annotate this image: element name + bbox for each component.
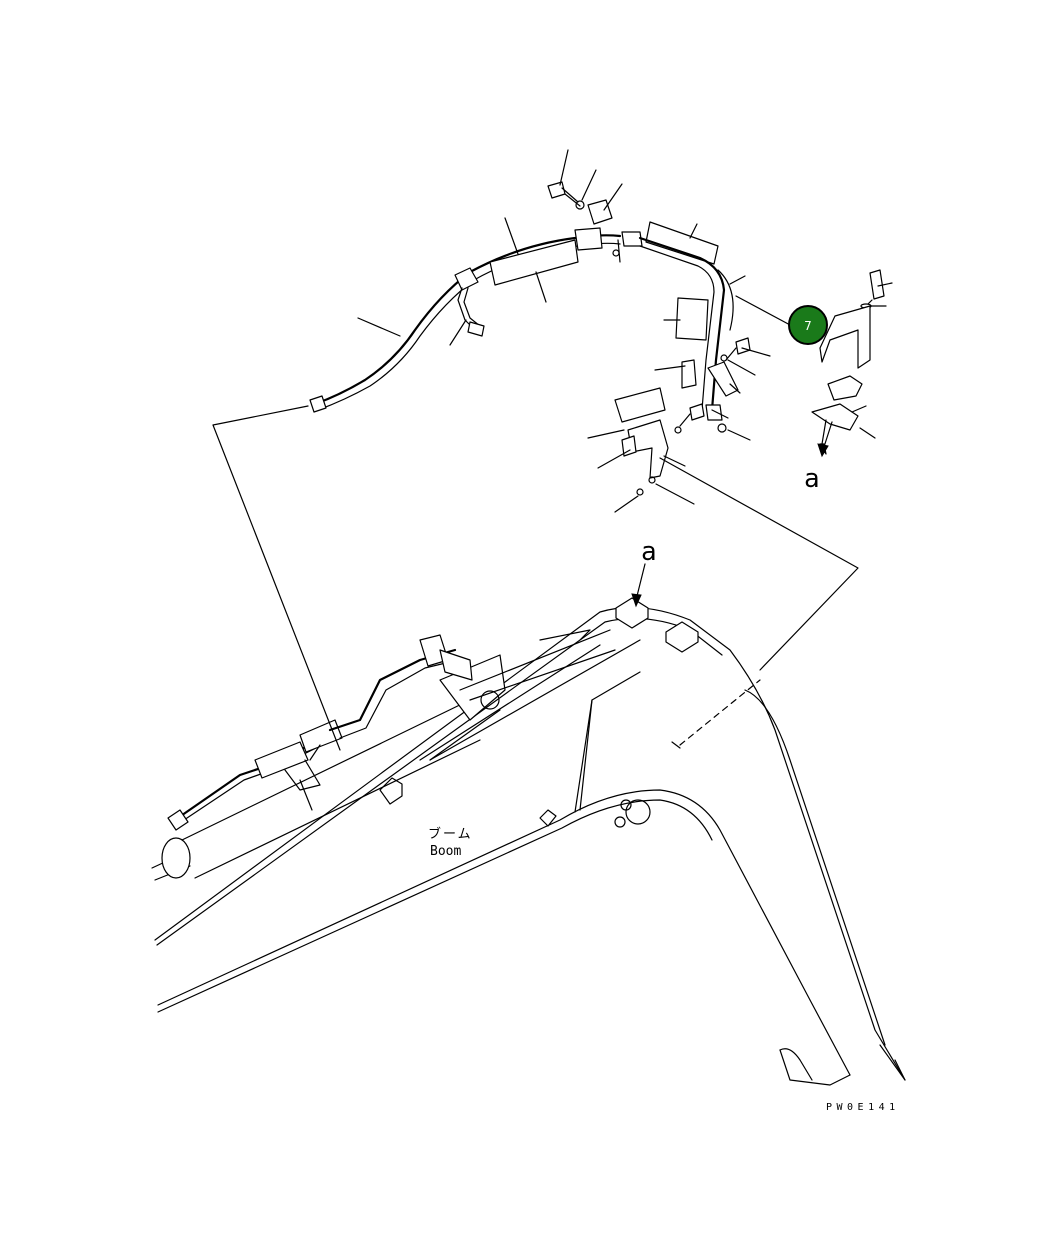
- leader-lines: [212, 149, 893, 751]
- badge-number: 7: [804, 319, 812, 333]
- drawing-code: PW0E141: [826, 1102, 900, 1113]
- badge-circle[interactable]: [788, 305, 828, 345]
- exploded-hose-assembly: [309, 181, 751, 496]
- part-label-jp: ブーム: [428, 826, 473, 842]
- boom-cylinder: [151, 629, 616, 881]
- part-label-en: Boom: [430, 844, 461, 859]
- boom-structure: [154, 597, 906, 1086]
- exploded-clamp: [811, 269, 885, 455]
- part-number-badge[interactable]: 7: [788, 305, 828, 345]
- callout-letter-boom: a: [641, 537, 657, 567]
- boom-hose-assembly: [167, 634, 473, 831]
- callout-letter-top: a: [804, 464, 820, 494]
